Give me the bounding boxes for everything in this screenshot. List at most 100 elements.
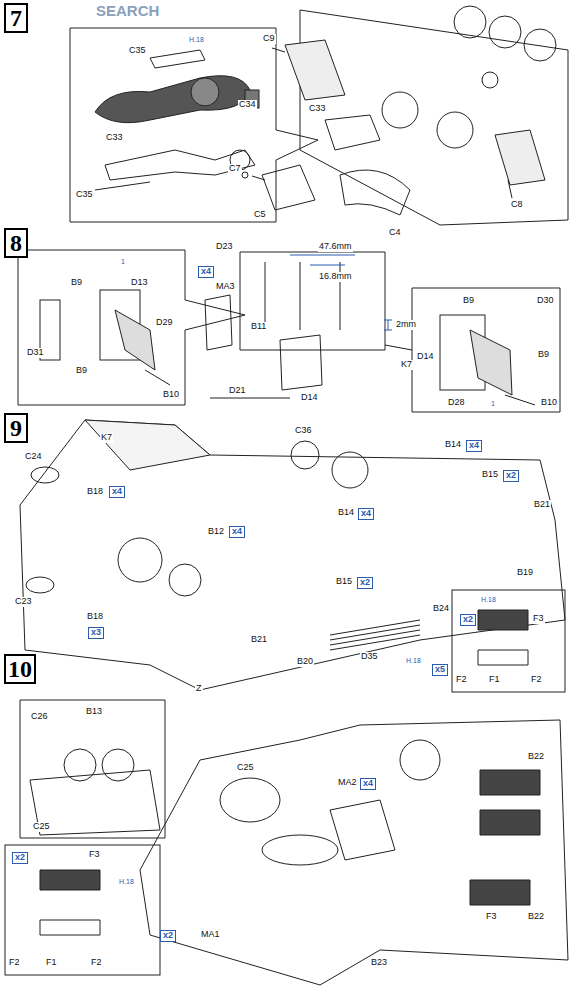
part-f1 bbox=[40, 920, 100, 935]
part-number: K7 bbox=[100, 433, 113, 443]
part-number: D30 bbox=[536, 296, 555, 306]
part-number: 47.6mm bbox=[318, 242, 353, 252]
part-c8 bbox=[495, 130, 545, 185]
part-k7 bbox=[85, 420, 210, 470]
part-number: B22 bbox=[527, 752, 545, 762]
paint-code: 1 bbox=[120, 258, 126, 266]
part-number: F1 bbox=[45, 958, 58, 968]
part-d21 bbox=[210, 398, 290, 399]
part-number: C34 bbox=[238, 100, 257, 110]
part-c24 bbox=[31, 467, 59, 483]
hull-top bbox=[140, 720, 568, 985]
part-number: D28 bbox=[447, 398, 466, 408]
part-number: F3 bbox=[88, 850, 101, 860]
part-number: B9 bbox=[537, 350, 550, 360]
part-number: B14 bbox=[444, 440, 462, 450]
leader-line bbox=[252, 176, 265, 180]
part-number: B23 bbox=[370, 958, 388, 968]
part-number: B13 bbox=[85, 707, 103, 717]
part-number: C8 bbox=[510, 200, 524, 210]
part-number: B18 bbox=[86, 487, 104, 497]
part-number: F2 bbox=[530, 675, 543, 685]
road-wheel bbox=[454, 6, 486, 38]
part-number: Z bbox=[195, 684, 203, 694]
quantity-mark: x4 bbox=[358, 508, 374, 520]
part-c35 bbox=[95, 182, 150, 190]
hatch bbox=[400, 740, 440, 780]
part-ma2 bbox=[330, 800, 395, 860]
hull-top bbox=[20, 420, 565, 690]
part-number: C4 bbox=[388, 228, 402, 238]
step-number-text: 9 bbox=[10, 416, 22, 440]
quantity-mark: x2 bbox=[460, 614, 476, 626]
step-number-text: 8 bbox=[10, 231, 22, 255]
part-number: C26 bbox=[30, 712, 49, 722]
part-number: C24 bbox=[24, 452, 43, 462]
part-number: D31 bbox=[26, 348, 45, 358]
part-b10 bbox=[145, 370, 170, 385]
part-number: D35 bbox=[360, 652, 379, 662]
inset-panel bbox=[385, 288, 560, 412]
part-number: B24 bbox=[432, 604, 450, 614]
part-number: F3 bbox=[532, 614, 545, 624]
part-number: C36 bbox=[294, 426, 313, 436]
part-number: D13 bbox=[130, 278, 149, 288]
part-number: B12 bbox=[207, 527, 225, 537]
part-c25 bbox=[220, 778, 280, 822]
inset-panel bbox=[20, 700, 165, 838]
part-c25 bbox=[30, 770, 160, 835]
hatch bbox=[118, 538, 162, 582]
part-number: B22 bbox=[527, 912, 545, 922]
part-c9 bbox=[285, 40, 345, 100]
step-number: 8 bbox=[4, 228, 28, 258]
part-number: C25 bbox=[32, 822, 51, 832]
quantity-mark: x3 bbox=[88, 627, 104, 639]
part-number: C25 bbox=[236, 763, 255, 773]
part-d35 bbox=[330, 620, 420, 650]
part-number: C35 bbox=[128, 46, 147, 56]
part-d28 bbox=[470, 330, 512, 395]
step-number-text: 7 bbox=[10, 6, 22, 30]
part-number: B15 bbox=[481, 470, 499, 480]
paint-code: H.18 bbox=[405, 657, 422, 665]
part-c33 bbox=[105, 150, 255, 180]
part-number: B11 bbox=[250, 322, 267, 332]
part-d14 bbox=[205, 295, 232, 350]
part-number: C9 bbox=[262, 34, 276, 44]
part-c7 bbox=[242, 172, 248, 178]
quantity-mark: x2 bbox=[503, 470, 519, 482]
part-number: B15 bbox=[335, 577, 353, 587]
part-c23 bbox=[26, 577, 54, 593]
quantity-mark: x4 bbox=[229, 526, 245, 538]
quantity-mark: x4 bbox=[198, 266, 214, 278]
part-number: MA1 bbox=[200, 930, 221, 940]
step-number: 7 bbox=[4, 3, 28, 33]
part-number: B14 bbox=[337, 508, 355, 518]
paint-code: 1 bbox=[490, 400, 496, 408]
leader-line bbox=[272, 48, 285, 52]
hatch bbox=[169, 564, 201, 596]
paint-code: H.18 bbox=[188, 36, 205, 44]
road-wheel bbox=[489, 16, 521, 48]
part-b10 bbox=[505, 395, 535, 405]
part-number: B9 bbox=[75, 366, 88, 376]
part-number: B10 bbox=[162, 390, 180, 400]
part-number: MA3 bbox=[215, 282, 236, 292]
watermark: SEARCH bbox=[95, 3, 160, 20]
part-number: D14 bbox=[416, 352, 435, 362]
hatch bbox=[291, 441, 319, 469]
dimension-mark bbox=[384, 320, 392, 330]
part-number: B20 bbox=[296, 657, 314, 667]
part-number: D29 bbox=[155, 318, 174, 328]
step-number: 9 bbox=[4, 413, 28, 443]
part-d14 bbox=[280, 335, 322, 390]
part-d29 bbox=[115, 310, 155, 370]
exhaust-port bbox=[437, 112, 473, 148]
quantity-mark: x2 bbox=[160, 930, 176, 942]
part-number: B10 bbox=[540, 398, 558, 408]
part-number: D14 bbox=[300, 393, 319, 403]
part-c33 bbox=[325, 115, 380, 150]
part-k7 bbox=[240, 252, 385, 350]
paint-code: H.18 bbox=[480, 596, 497, 604]
part-number: F1 bbox=[488, 675, 501, 685]
